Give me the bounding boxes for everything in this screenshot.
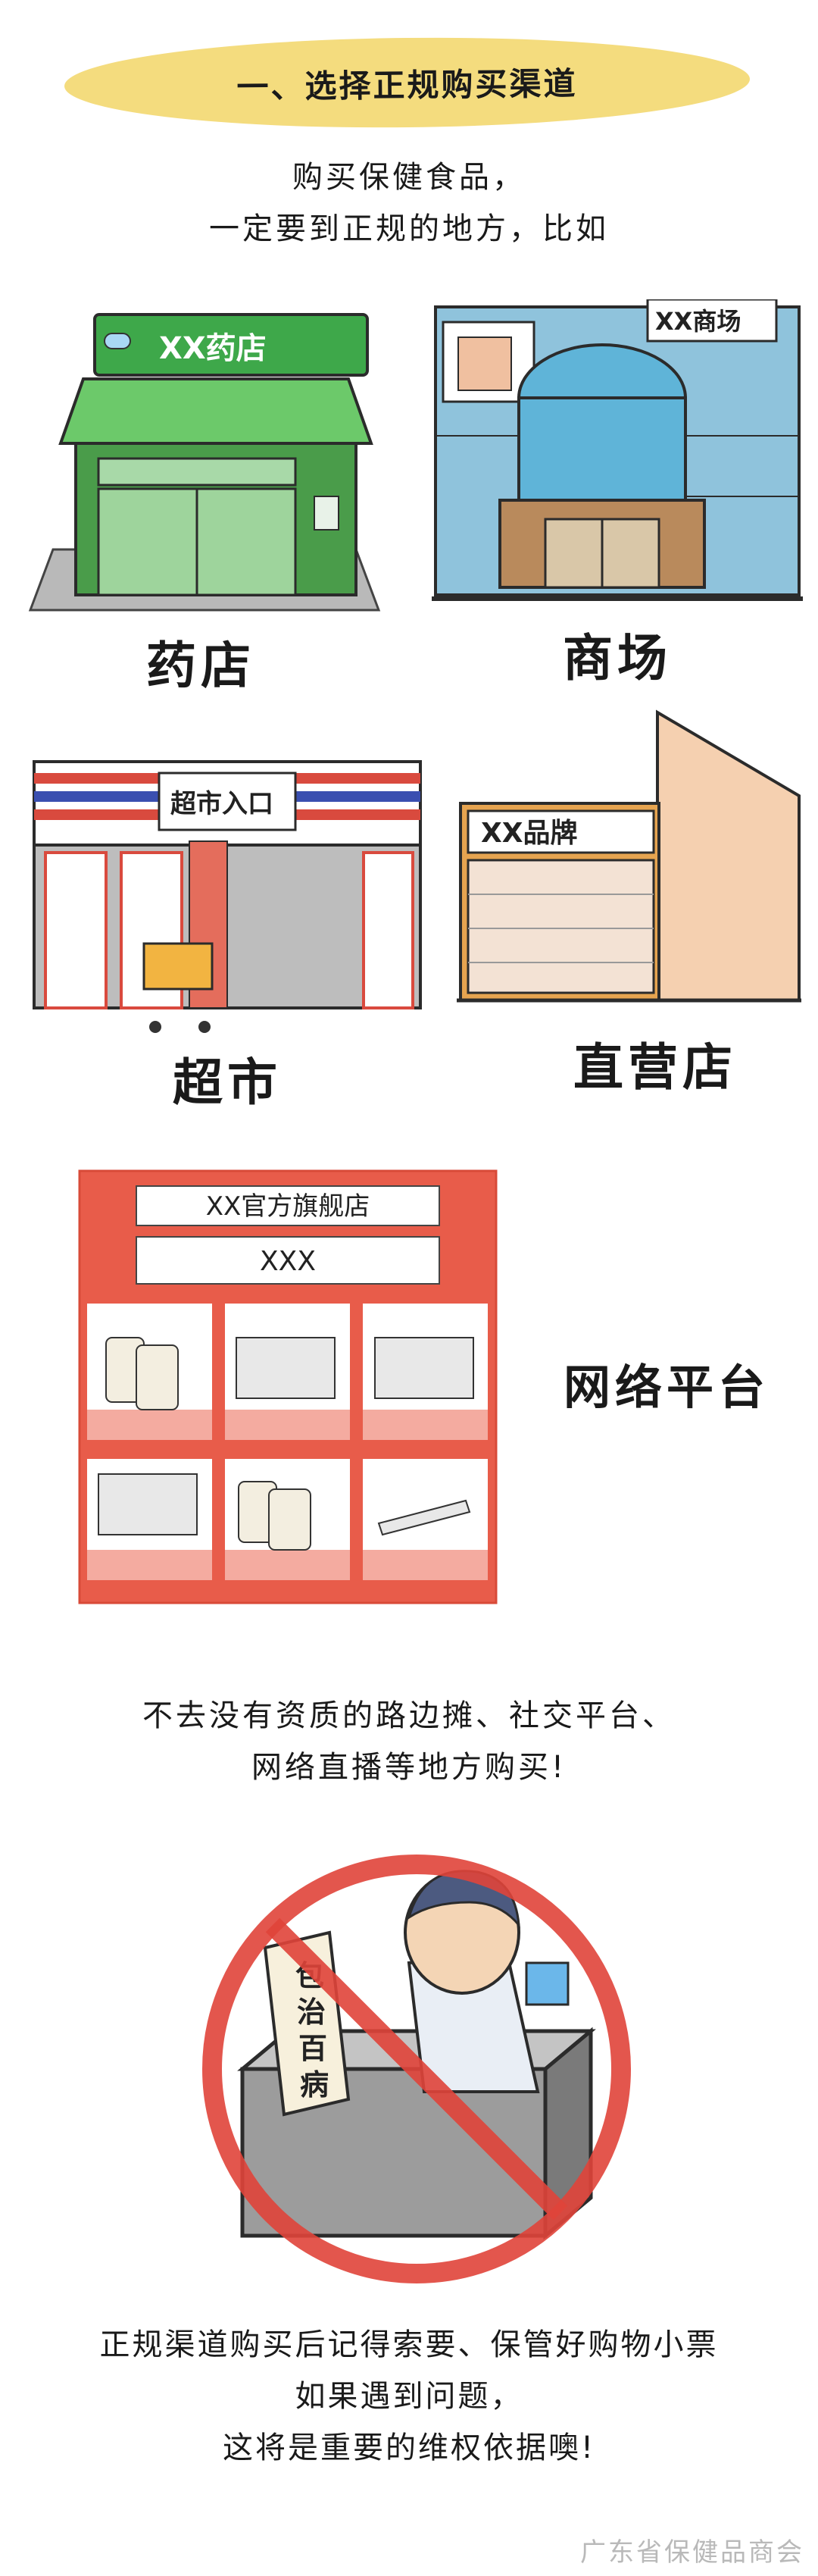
pharmacy-sign: XX药店 bbox=[159, 331, 267, 366]
prohibition-circle bbox=[202, 1855, 631, 2283]
placard-char-4: 病 bbox=[300, 2068, 329, 2102]
placard-char-3: 百 bbox=[298, 2032, 327, 2065]
intro-line-2: 一定要到正规的地方，比如 bbox=[209, 211, 609, 246]
warning-line-2: 网络直播等地方购买! bbox=[251, 1750, 567, 1785]
direct-store-label: 直营店 bbox=[573, 1038, 737, 1097]
watermark: 广东省保健品商会 bbox=[580, 2537, 804, 2568]
mall-label: 商场 bbox=[563, 629, 672, 687]
online-label: 网络平台 bbox=[563, 1360, 770, 1415]
closing-text: 正规渠道购买后记得索要、保管好购物小票 如果遇到问题， 这将是重要的维权依据噢! bbox=[0, 2319, 818, 2474]
intro-line-1: 购买保健食品， bbox=[292, 160, 526, 195]
pharmacy-illustration: XX药店 bbox=[28, 313, 381, 612]
online-header-2: XXX bbox=[260, 1246, 316, 1277]
prohibited-illustration: 包 治 百 病 bbox=[202, 1855, 631, 2283]
direct-store-illustration: XX品牌 bbox=[457, 709, 801, 1003]
section-title-banner: 一、选择正规购买渠道 bbox=[64, 34, 751, 131]
mall-sign: XX商场 bbox=[655, 307, 741, 336]
warning-text: 不去没有资质的路边摊、社交平台、 网络直播等地方购买! bbox=[0, 1690, 818, 1793]
supermarket-sign: 超市入口 bbox=[170, 789, 273, 819]
online-store-illustration: XX官方旗舰店 XXX bbox=[78, 1169, 498, 1604]
closing-line-2: 如果遇到问题， bbox=[295, 2379, 523, 2414]
section-title: 一、选择正规购买渠道 bbox=[236, 64, 578, 105]
prohibition-slash bbox=[265, 1917, 568, 2221]
direct-store-sign: XX品牌 bbox=[481, 818, 578, 849]
mall-illustration: XX商场 bbox=[432, 299, 803, 601]
placard-char-2: 治 bbox=[297, 1995, 326, 2029]
online-header-1: XX官方旗舰店 bbox=[206, 1191, 370, 1222]
supermarket-label: 超市 bbox=[173, 1053, 282, 1112]
warning-line-1: 不去没有资质的路边摊、社交平台、 bbox=[142, 1698, 676, 1733]
supermarket-illustration: 超市入口 bbox=[33, 760, 422, 1033]
closing-line-1: 正规渠道购买后记得索要、保管好购物小票 bbox=[99, 2327, 719, 2362]
intro-text: 购买保健食品， 一定要到正规的地方，比如 bbox=[0, 152, 818, 255]
closing-line-3: 这将是重要的维权依据噢! bbox=[222, 2430, 596, 2465]
pharmacy-label: 药店 bbox=[146, 637, 255, 695]
